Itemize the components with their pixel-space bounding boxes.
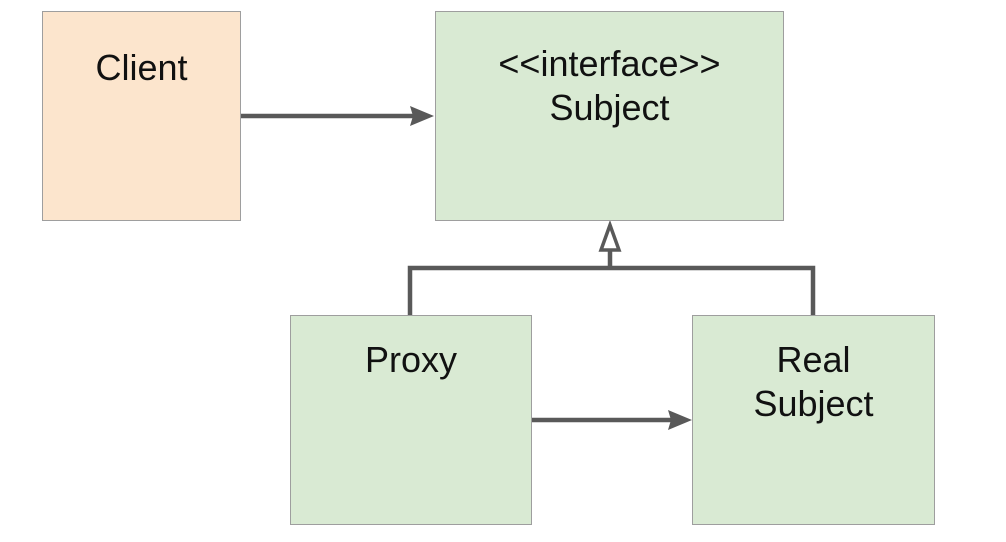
- real-subject-label-line1: Real: [776, 339, 851, 380]
- arrowhead-client-to-subject: [410, 106, 434, 126]
- real-subject-label-line2: Subject: [753, 383, 874, 424]
- hollow-triangle-arrowhead: [598, 219, 622, 252]
- client-label: Client: [95, 47, 188, 88]
- real-subject-box: Real Subject: [692, 315, 935, 525]
- subject-interface-box: <<interface>> Subject: [435, 11, 784, 221]
- edge-realization-tree: [407, 265, 816, 315]
- proxy-label: Proxy: [364, 339, 458, 380]
- client-box: Client: [42, 11, 241, 221]
- subject-stereotype: <<interface>>: [498, 43, 721, 84]
- arrowhead-proxy-to-real-subject: [668, 410, 692, 430]
- proxy-box: Proxy: [290, 315, 532, 525]
- subject-label: Subject: [549, 87, 670, 128]
